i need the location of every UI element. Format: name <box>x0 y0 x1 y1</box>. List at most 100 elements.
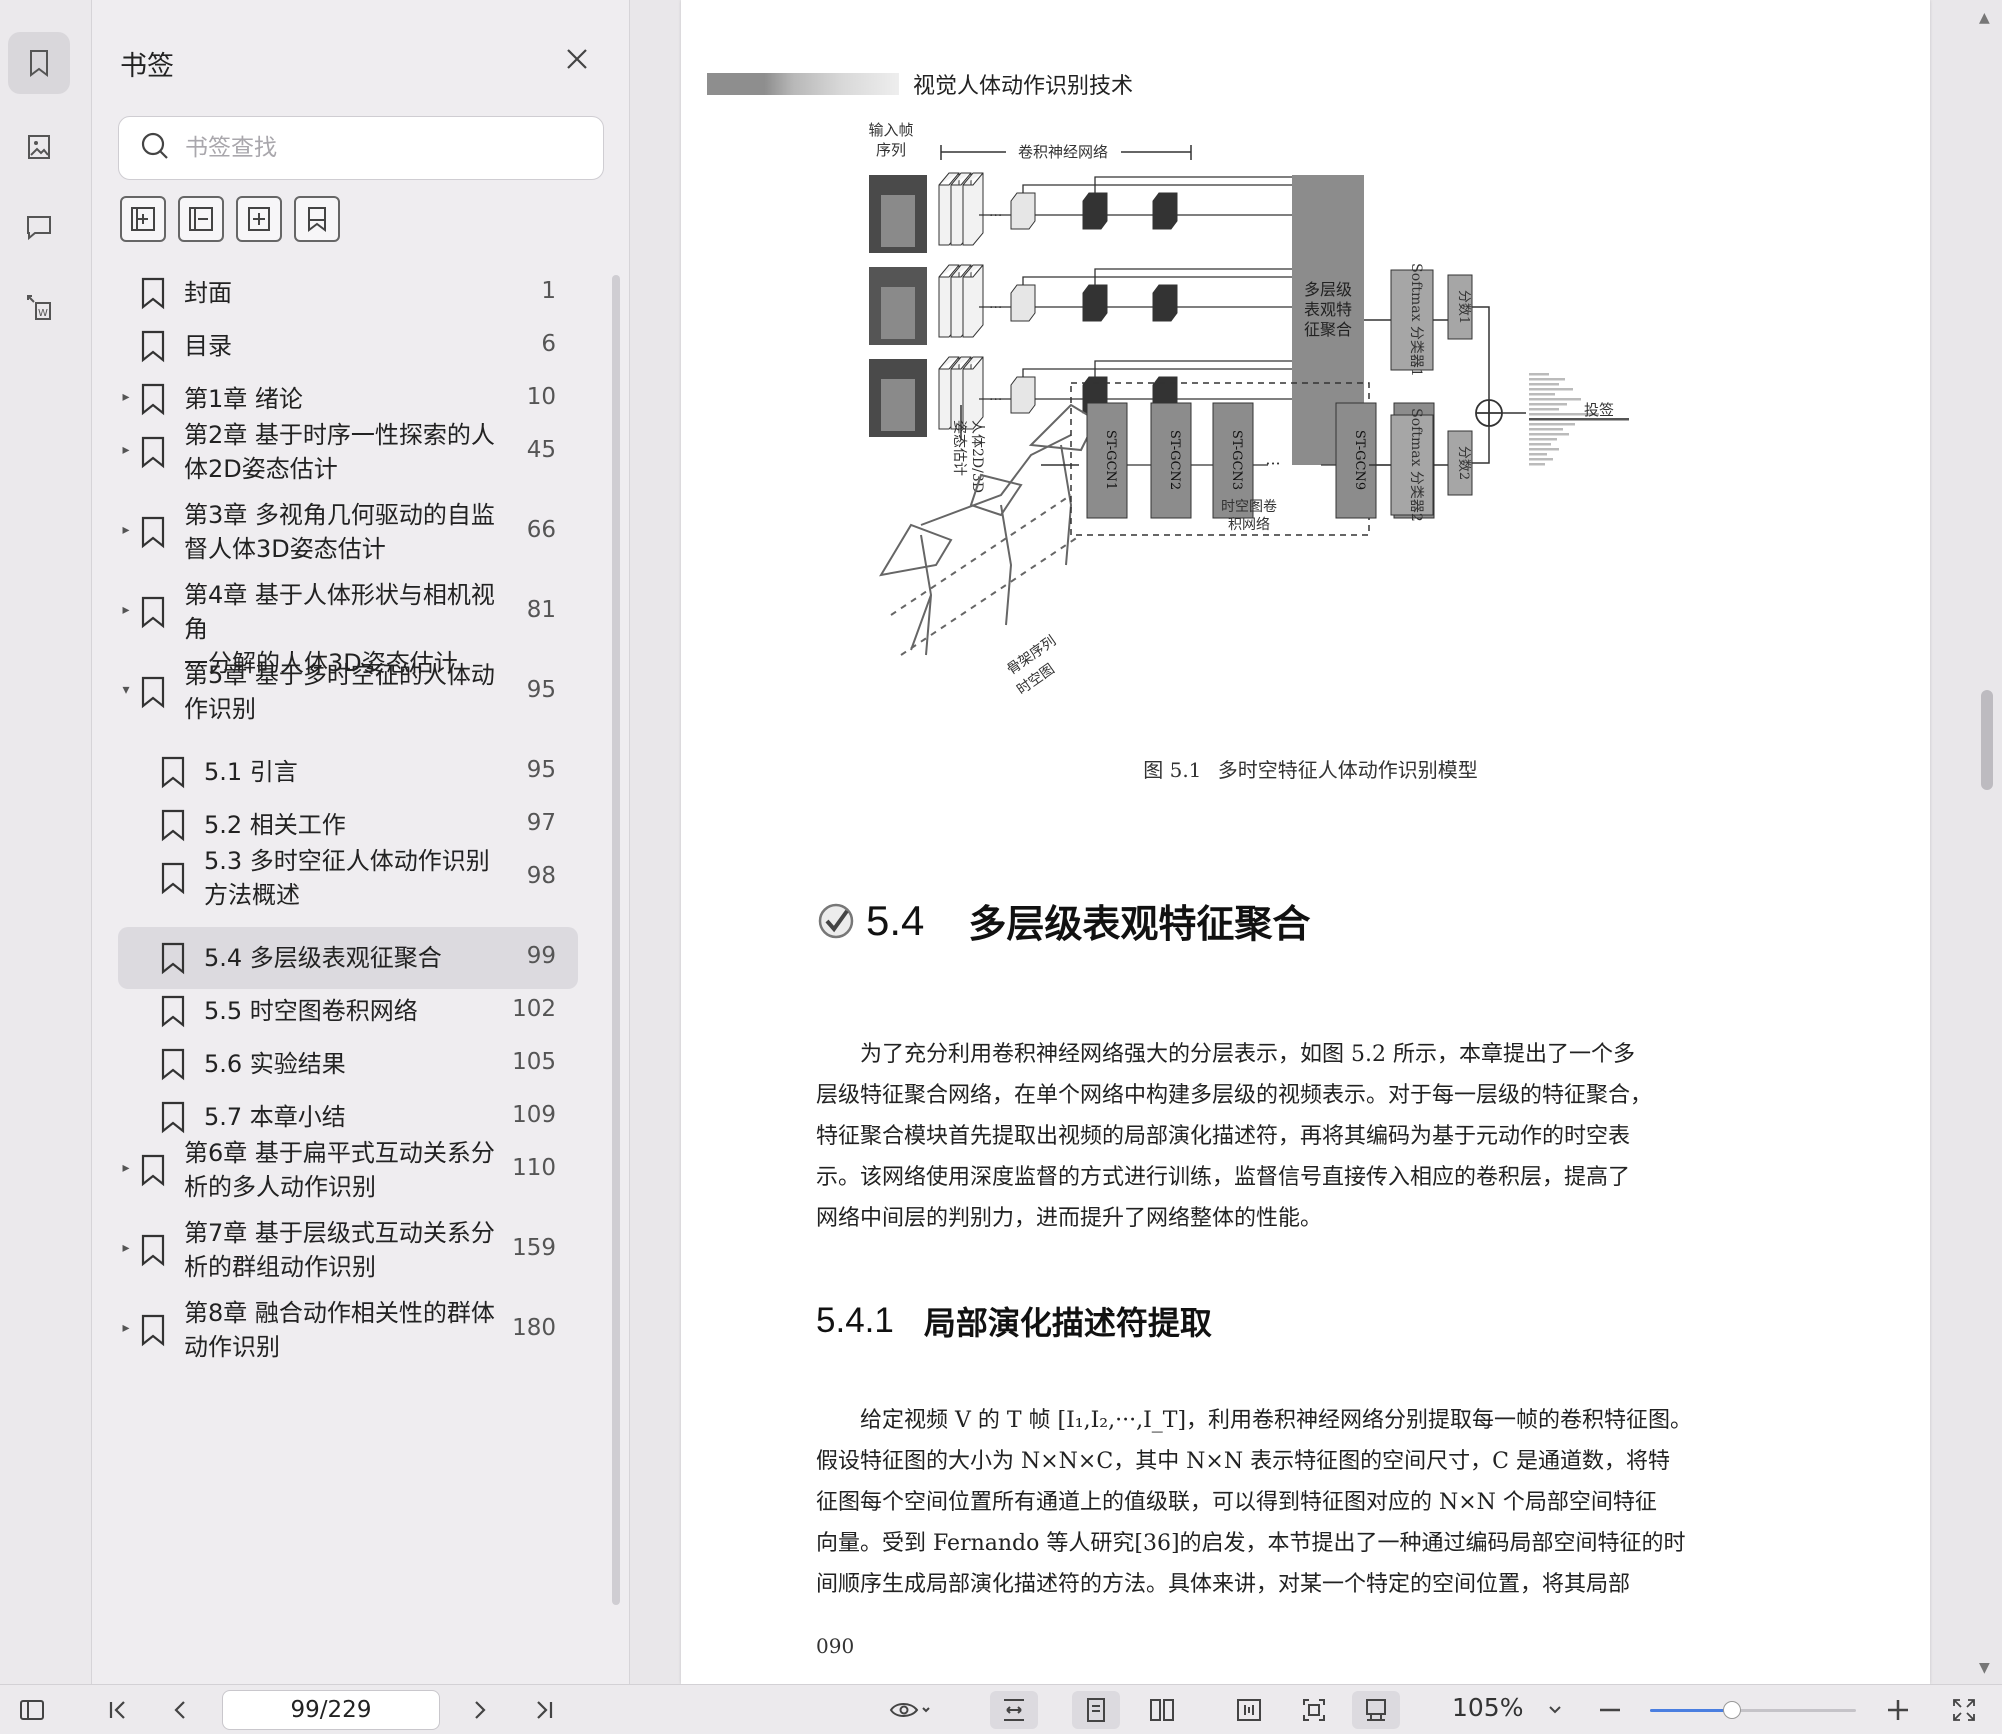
ellipsis-dots: ··· <box>989 300 1002 316</box>
expand-all-icon[interactable] <box>120 196 166 242</box>
svg-text:序列: 序列 <box>876 141 906 159</box>
fit-page-icon[interactable] <box>1225 1691 1273 1729</box>
two-page-icon[interactable] <box>1138 1691 1186 1729</box>
scroll-up-arrow[interactable]: ▲ <box>1979 10 1990 26</box>
conv-feature-block <box>1010 376 1036 414</box>
bookmark-icon <box>141 676 165 709</box>
continuous-scroll-icon[interactable] <box>1352 1691 1400 1729</box>
conv-layer-block <box>962 356 984 430</box>
zoom-out-icon[interactable] <box>1592 1691 1628 1729</box>
bookmark-page-number: 159 <box>512 1235 556 1261</box>
vote-bar <box>1529 418 1629 421</box>
zoom-level[interactable]: 105% <box>1452 1693 1524 1722</box>
single-page-icon[interactable] <box>1072 1691 1120 1729</box>
last-page-icon[interactable] <box>524 1691 564 1729</box>
section-title: 多层级表观特征聚合 <box>968 902 1311 946</box>
connector-lines <box>979 360 1292 400</box>
svg-text:分数2: 分数2 <box>1456 446 1471 480</box>
scroll-down-arrow[interactable]: ▼ <box>1979 1660 1990 1676</box>
score-1-block <box>1447 274 1473 340</box>
collapsed-chevron-icon[interactable]: ▸ <box>122 1160 130 1176</box>
collapsed-chevron-icon[interactable]: ▸ <box>122 1320 130 1336</box>
para-line: 示。该网络使用深度监督的方式进行训练，监督信号直接传入相应的卷积层，提高了 <box>816 1165 1631 1190</box>
fit-width-icon[interactable] <box>990 1691 1038 1729</box>
score-2-block <box>1447 430 1473 496</box>
panel-title: 书签 <box>120 51 174 82</box>
vote-bar <box>1529 413 1599 416</box>
comment-panel-icon[interactable] <box>8 196 70 258</box>
figure-action-recognition-model: 输入帧 序列 卷积神经网络 ········· 多层级 表观特 征聚合 <box>868 121 1629 698</box>
bookmark-page-number: 6 <box>541 331 556 357</box>
collapsed-chevron-icon[interactable]: ▸ <box>122 1240 130 1256</box>
zoom-slider-knob[interactable] <box>1723 1701 1742 1719</box>
collapsed-chevron-icon[interactable]: ▸ <box>122 389 130 405</box>
bookmark-page-number: 109 <box>512 1102 556 1128</box>
vote-bar <box>1529 423 1575 426</box>
fullscreen-page-icon[interactable] <box>1290 1691 1338 1729</box>
zoom-dropdown-chevron-icon[interactable] <box>1540 1691 1570 1729</box>
fullscreen-icon[interactable] <box>1944 1691 1984 1729</box>
bookmark-page-number: 95 <box>526 677 556 703</box>
bookmark-icon <box>161 756 185 789</box>
vote-bar <box>1529 378 1565 381</box>
word-export-icon[interactable]: W <box>8 276 70 338</box>
vote-bar <box>1529 448 1559 451</box>
collapse-all-icon[interactable] <box>178 196 224 242</box>
bookmark-icon[interactable] <box>294 196 340 242</box>
section-heading: 5.4 多层级表观特征聚合 <box>816 893 1310 948</box>
thumbnail-panel-icon[interactable] <box>8 116 70 178</box>
bookmark-page-number: 10 <box>526 384 556 410</box>
bookmark-search-box[interactable] <box>118 116 604 180</box>
collapsed-chevron-icon[interactable]: ▸ <box>122 602 130 618</box>
add-bookmark-icon[interactable] <box>236 196 282 242</box>
document-scrollbar-thumb[interactable] <box>1981 690 1993 790</box>
next-page-icon[interactable] <box>460 1691 500 1729</box>
svg-text:时空图卷: 时空图卷 <box>1221 499 1277 515</box>
zoom-in-icon[interactable] <box>1880 1691 1916 1729</box>
view-mode-eye-icon[interactable] <box>880 1691 940 1729</box>
bookmark-icon <box>141 1234 165 1267</box>
gcn-block <box>1086 402 1128 519</box>
page-number-input[interactable]: 99/229 <box>222 1690 440 1730</box>
vote-bar <box>1529 403 1567 406</box>
zoom-slider[interactable] <box>1650 1701 1856 1719</box>
close-icon[interactable] <box>562 44 592 74</box>
collapsed-chevron-icon[interactable]: ▸ <box>122 522 130 538</box>
expanded-chevron-icon[interactable]: ▾ <box>122 682 130 698</box>
bookmark-page-number: 81 <box>526 597 556 623</box>
bookmark-icon <box>161 1101 185 1134</box>
first-page-icon[interactable] <box>98 1691 138 1729</box>
bookmark-label: 5.5 时空图卷积网络 <box>204 997 418 1025</box>
subsection-heading: 5.4.1 局部演化描述符提取 <box>816 1298 1212 1344</box>
panel-scrollbar[interactable] <box>612 275 620 1605</box>
bookmark-panel-icon[interactable] <box>8 32 70 94</box>
connector-lines <box>979 268 1292 308</box>
subsection-title: 局部演化描述符提取 <box>923 1304 1212 1342</box>
bookmark-label: 5.6 实验结果 <box>204 1050 346 1078</box>
bookmark-icon <box>141 596 165 629</box>
vote-bar <box>1529 393 1555 396</box>
collapsed-chevron-icon[interactable]: ▸ <box>122 442 130 458</box>
bookmark-search-input[interactable] <box>185 135 565 161</box>
previous-page-icon[interactable] <box>160 1691 200 1729</box>
toggle-sidebar-icon[interactable] <box>12 1691 52 1729</box>
para-line: 层级特征聚合网络，在单个网络中构建多层级的视频表示。对于每一层级的特征聚合， <box>816 1083 1653 1108</box>
bookmark-page-number: 95 <box>526 757 556 783</box>
